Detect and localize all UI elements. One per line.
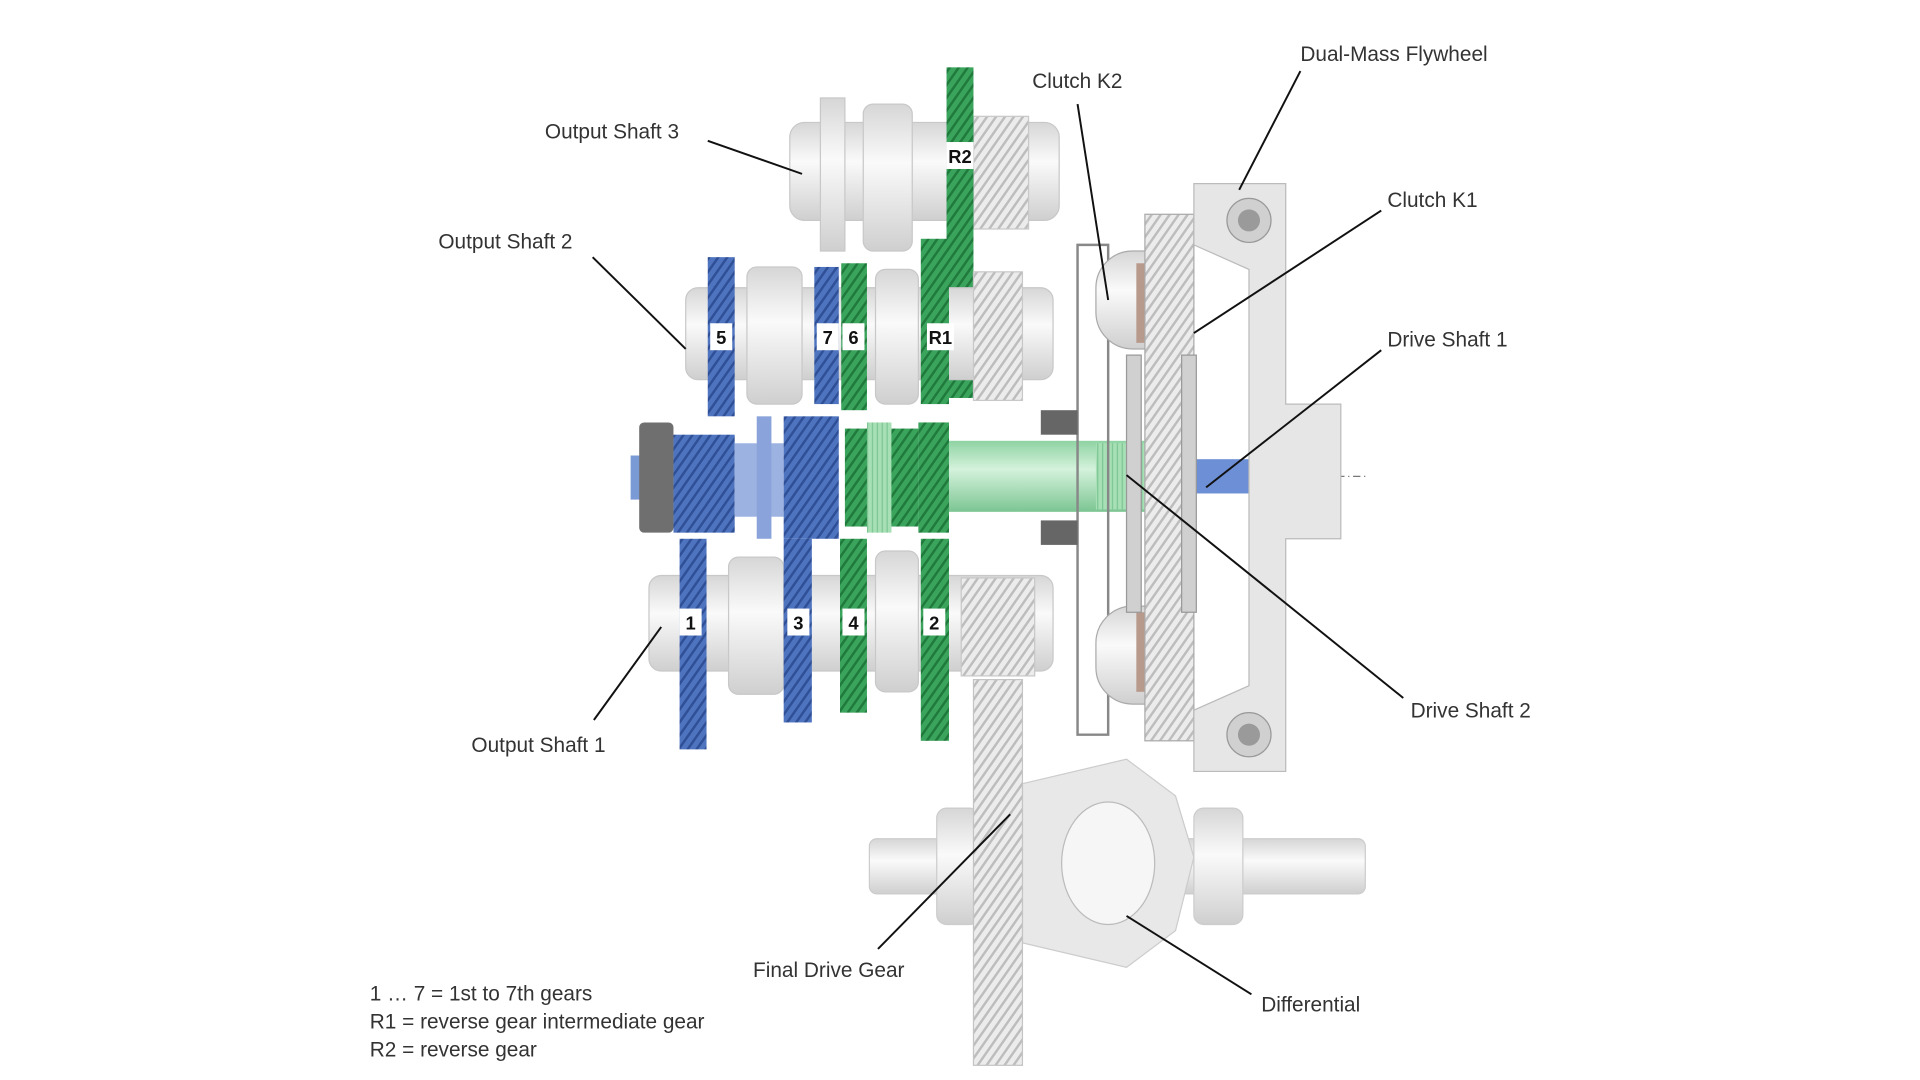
label-drive-shaft-1: Drive Shaft 1: [1387, 329, 1507, 352]
label-output-shaft-3: Output Shaft 3: [545, 120, 679, 143]
legend-line: R1 = reverse gear intermediate gear: [370, 1011, 705, 1034]
legend-line: 1 … 7 = 1st to 7th gears: [370, 982, 593, 1005]
marker-7: 7: [823, 327, 833, 348]
label-drive-shaft-2: Drive Shaft 2: [1411, 700, 1531, 723]
label-clutch-k2: Clutch K2: [1032, 70, 1122, 93]
gear-markers: 5 7 6 R1 R2 1 3 4 2: [679, 142, 974, 636]
output-shaft-2-assembly: [685, 238, 1054, 417]
label-final-drive-gear: Final Drive Gear: [753, 959, 904, 982]
marker-2: 2: [929, 612, 939, 633]
differential-assembly: [868, 678, 1366, 1066]
label-clutch-k1: Clutch K1: [1387, 189, 1477, 212]
marker-6: 6: [848, 327, 858, 348]
label-dual-mass-flywheel: Dual-Mass Flywheel: [1300, 43, 1487, 66]
gear-1: [679, 538, 707, 750]
dual-mass-flywheel: [1193, 183, 1342, 773]
legend-line: R2 = reverse gear: [370, 1039, 537, 1062]
dual-clutch-assembly: [1040, 183, 1342, 773]
final-drive-gear: [972, 678, 1024, 1066]
marker-3: 3: [793, 612, 803, 633]
callout-labels: Output Shaft 3 Output Shaft 2 Output Sha…: [438, 43, 1530, 1016]
leader-lines: [591, 70, 1404, 996]
label-differential: Differential: [1261, 993, 1360, 1016]
marker-r2: R2: [948, 146, 971, 167]
label-output-shaft-1: Output Shaft 1: [471, 734, 605, 757]
legend: 1 … 7 = 1st to 7th gears R1 = reverse ge…: [370, 982, 705, 1061]
marker-4: 4: [848, 612, 859, 633]
reverse-intermediate-gear-r1: [920, 238, 949, 405]
marker-1: 1: [686, 612, 696, 633]
label-output-shaft-2: Output Shaft 2: [438, 231, 572, 254]
gear-2: [920, 538, 949, 741]
marker-r1: R1: [929, 327, 952, 348]
marker-5: 5: [716, 327, 726, 348]
